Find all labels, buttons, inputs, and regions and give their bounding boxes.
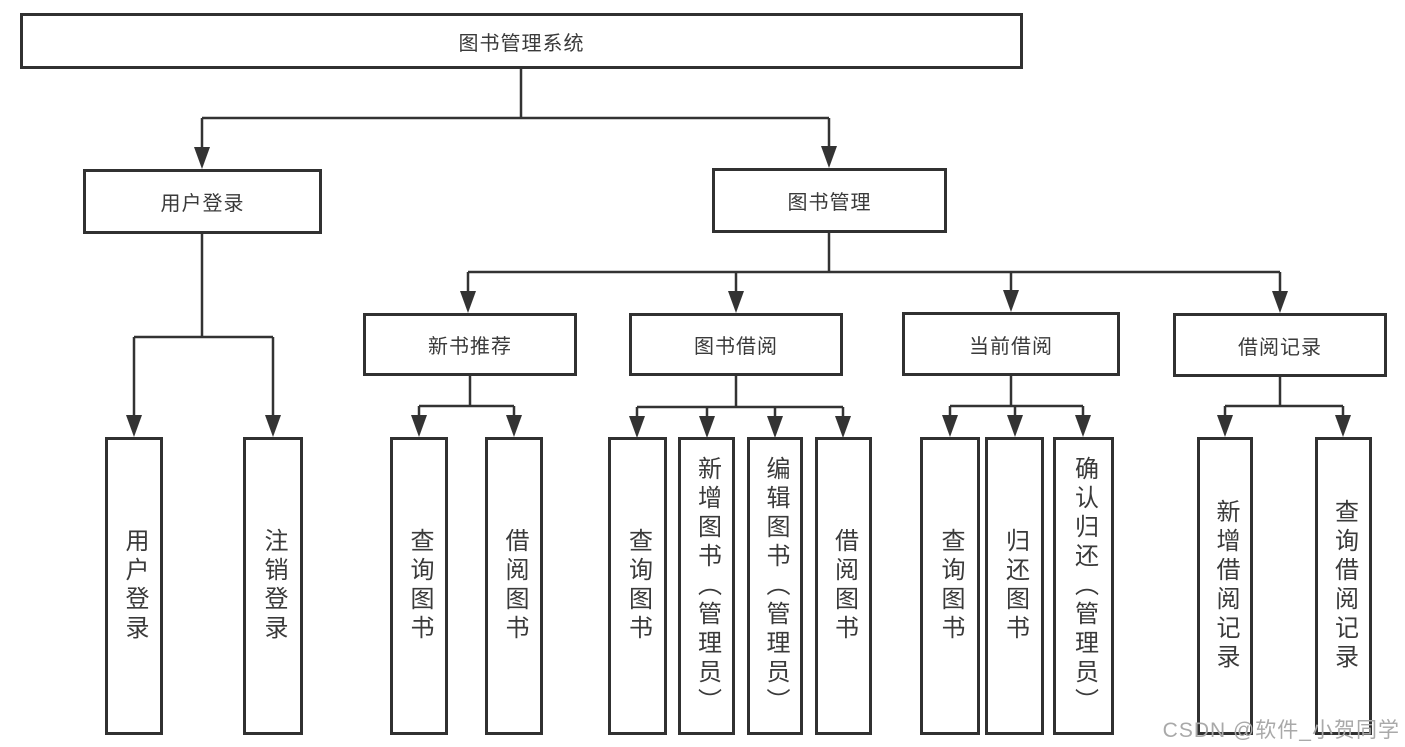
- node-label: 新书推荐: [428, 336, 512, 358]
- arrowhead-icon: [821, 146, 837, 168]
- node-label: 确认归还（管理员）: [1070, 455, 1098, 717]
- node-borrow-records: 借阅记录: [1173, 313, 1387, 377]
- node-leaf-return-books: 归还图书: [985, 437, 1044, 735]
- node-book-borrowing: 图书借阅: [629, 313, 843, 376]
- arrowhead-icon: [194, 147, 210, 169]
- arrowheads: [126, 146, 1351, 438]
- node-label: 借阅记录: [1238, 336, 1322, 359]
- node-label: 图书借阅: [694, 336, 778, 358]
- node-label: 借阅图书: [830, 528, 858, 644]
- node-label: 新增借阅记录: [1212, 499, 1239, 673]
- node-label: 当前借阅: [969, 335, 1053, 358]
- connector-bookmgmt-to-level3: [466, 233, 1282, 294]
- node-leaf-query-books-current: 查询图书: [920, 437, 980, 735]
- arrowhead-icon: [699, 416, 715, 438]
- node-leaf-user-login: 用户登录: [105, 437, 163, 735]
- node-leaf-add-borrow-record: 新增借阅记录: [1197, 437, 1253, 735]
- node-label: 借阅图书: [501, 528, 528, 644]
- arrowhead-icon: [460, 291, 476, 313]
- node-label: 新增图书（管理员）: [693, 455, 721, 717]
- node-leaf-borrow-books-recommend: 借阅图书: [485, 437, 543, 735]
- node-new-book-recommend: 新书推荐: [363, 313, 577, 376]
- node-leaf-edit-books-admin: 编辑图书（管理员）: [747, 437, 803, 735]
- arrowhead-icon: [1075, 415, 1091, 437]
- node-library-system-root: 图书管理系统: [20, 13, 1023, 69]
- arrowhead-icon: [1003, 290, 1019, 312]
- node-label: 用户登录: [160, 193, 245, 215]
- arrowhead-icon: [126, 415, 142, 437]
- node-current-borrowing: 当前借阅: [902, 312, 1120, 376]
- arrowhead-icon: [1217, 415, 1233, 437]
- node-label: 图书管理系统: [458, 32, 585, 55]
- node-leaf-query-books-borrowing: 查询图书: [608, 437, 667, 735]
- arrowhead-icon: [1007, 415, 1023, 437]
- node-label: 编辑图书（管理员）: [762, 455, 789, 717]
- arrowhead-icon: [942, 415, 958, 437]
- node-label: 查询借阅记录: [1330, 499, 1358, 673]
- node-label: 图书管理: [787, 192, 872, 214]
- connector-bookborrow-to-leaves: [635, 376, 845, 419]
- arrowhead-icon: [411, 415, 427, 437]
- arrowhead-icon: [1272, 291, 1288, 313]
- node-leaf-query-borrow-record: 查询借阅记录: [1315, 437, 1372, 735]
- node-label: 注销登录: [260, 528, 287, 644]
- arrowhead-icon: [1335, 415, 1351, 437]
- node-label: 用户登录: [121, 528, 148, 644]
- node-user-login: 用户登录: [83, 169, 322, 234]
- node-leaf-logout: 注销登录: [243, 437, 303, 735]
- connector-records-to-leaves: [1223, 377, 1345, 418]
- node-book-management: 图书管理: [712, 168, 947, 233]
- arrowhead-icon: [767, 416, 783, 438]
- arrowhead-icon: [629, 416, 645, 438]
- connector-newbook-to-leaves: [417, 376, 516, 418]
- node-label: 查询图书: [624, 528, 652, 644]
- node-leaf-add-books-admin: 新增图书（管理员）: [678, 437, 735, 735]
- node-label: 查询图书: [406, 528, 433, 644]
- connector-currentborrow-to-leaves: [948, 376, 1085, 418]
- arrowhead-icon: [265, 415, 281, 437]
- node-label: 归还图书: [1001, 528, 1029, 644]
- node-leaf-confirm-return-admin: 确认归还（管理员）: [1053, 437, 1114, 735]
- node-leaf-borrow-books: 借阅图书: [815, 437, 872, 735]
- arrowhead-icon: [506, 415, 522, 437]
- connector-root-to-level2: [200, 69, 831, 150]
- connector-userlogin-to-leaves: [132, 234, 275, 418]
- node-label: 查询图书: [937, 528, 964, 644]
- arrowhead-icon: [728, 291, 744, 313]
- node-leaf-query-books-recommend: 查询图书: [390, 437, 448, 735]
- csdn-watermark: CSDN @软件_小贺同学: [1162, 719, 1400, 742]
- arrowhead-icon: [835, 416, 851, 438]
